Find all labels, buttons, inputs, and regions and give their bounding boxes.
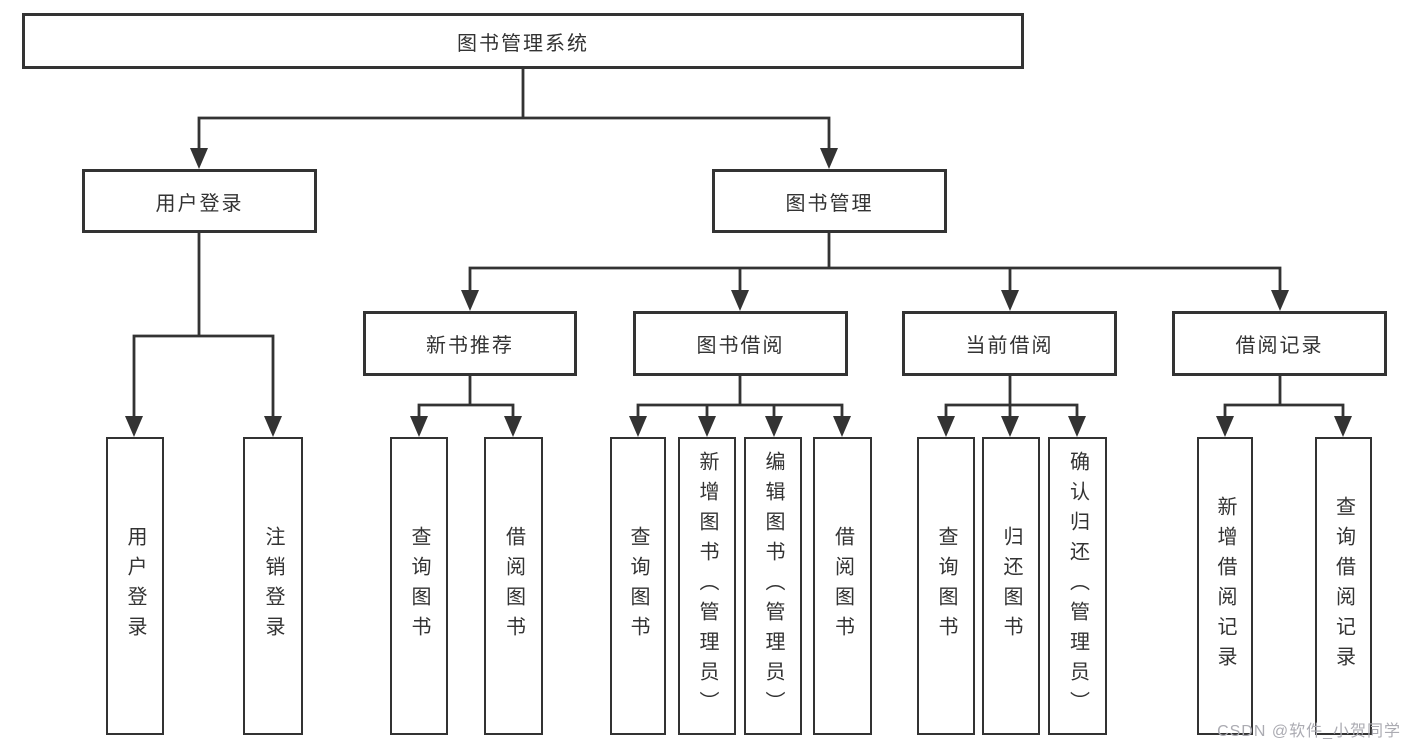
leaf-query-borrow-record-label: 查询借阅记录 <box>1332 496 1355 676</box>
node-user-login-label: 用户登录 <box>155 192 244 215</box>
node-new-book-recommend: 新书推荐 <box>363 311 577 376</box>
leaf-recommend-borrow-book-label: 借阅图书 <box>502 526 525 646</box>
leaf-return-book-label: 归还图书 <box>1000 526 1022 646</box>
leaf-edit-book-admin: 编辑图书（管理员） <box>744 437 802 735</box>
node-borrow-records-label: 借阅记录 <box>1235 335 1324 357</box>
node-root: 图书管理系统 <box>22 13 1024 69</box>
node-new-book-recommend-label: 新书推荐 <box>426 335 514 357</box>
node-root-label: 图书管理系统 <box>457 32 589 55</box>
node-current-borrow: 当前借阅 <box>902 311 1117 376</box>
leaf-current-query-book: 查询图书 <box>917 437 975 735</box>
leaf-confirm-return-admin-label: 确认归还（管理员） <box>1066 451 1089 721</box>
leaf-add-book-admin-label: 新增图书（管理员） <box>696 451 718 721</box>
leaf-borrow-query-book-label: 查询图书 <box>627 526 649 646</box>
node-book-management-label: 图书管理 <box>785 192 874 215</box>
node-current-borrow-label: 当前借阅 <box>965 335 1054 357</box>
leaf-logout-label: 注销登录 <box>262 526 284 646</box>
watermark: CSDN @软件_小贺同学 <box>1217 723 1401 740</box>
leaf-recommend-query-book-label: 查询图书 <box>408 526 430 646</box>
leaf-add-book-admin: 新增图书（管理员） <box>678 437 736 735</box>
leaf-user-login: 用户登录 <box>106 437 164 735</box>
leaf-recommend-query-book: 查询图书 <box>390 437 448 735</box>
leaf-current-query-book-label: 查询图书 <box>935 526 957 646</box>
leaf-user-login-label: 用户登录 <box>124 526 146 646</box>
node-book-borrow: 图书借阅 <box>633 311 848 376</box>
leaf-borrow-query-book: 查询图书 <box>610 437 666 735</box>
leaf-borrow-book: 借阅图书 <box>813 437 872 735</box>
node-borrow-records: 借阅记录 <box>1172 311 1387 376</box>
leaf-logout: 注销登录 <box>243 437 303 735</box>
leaf-borrow-book-label: 借阅图书 <box>831 526 854 646</box>
leaf-add-borrow-record: 新增借阅记录 <box>1197 437 1253 735</box>
leaf-return-book: 归还图书 <box>982 437 1040 735</box>
leaf-recommend-borrow-book: 借阅图书 <box>484 437 543 735</box>
leaf-edit-book-admin-label: 编辑图书（管理员） <box>762 451 784 721</box>
node-user-login: 用户登录 <box>82 169 317 233</box>
leaf-add-borrow-record-label: 新增借阅记录 <box>1214 496 1236 676</box>
node-book-management: 图书管理 <box>712 169 947 233</box>
leaf-confirm-return-admin: 确认归还（管理员） <box>1048 437 1107 735</box>
node-book-borrow-label: 图书借阅 <box>696 335 785 357</box>
leaf-query-borrow-record: 查询借阅记录 <box>1315 437 1372 735</box>
